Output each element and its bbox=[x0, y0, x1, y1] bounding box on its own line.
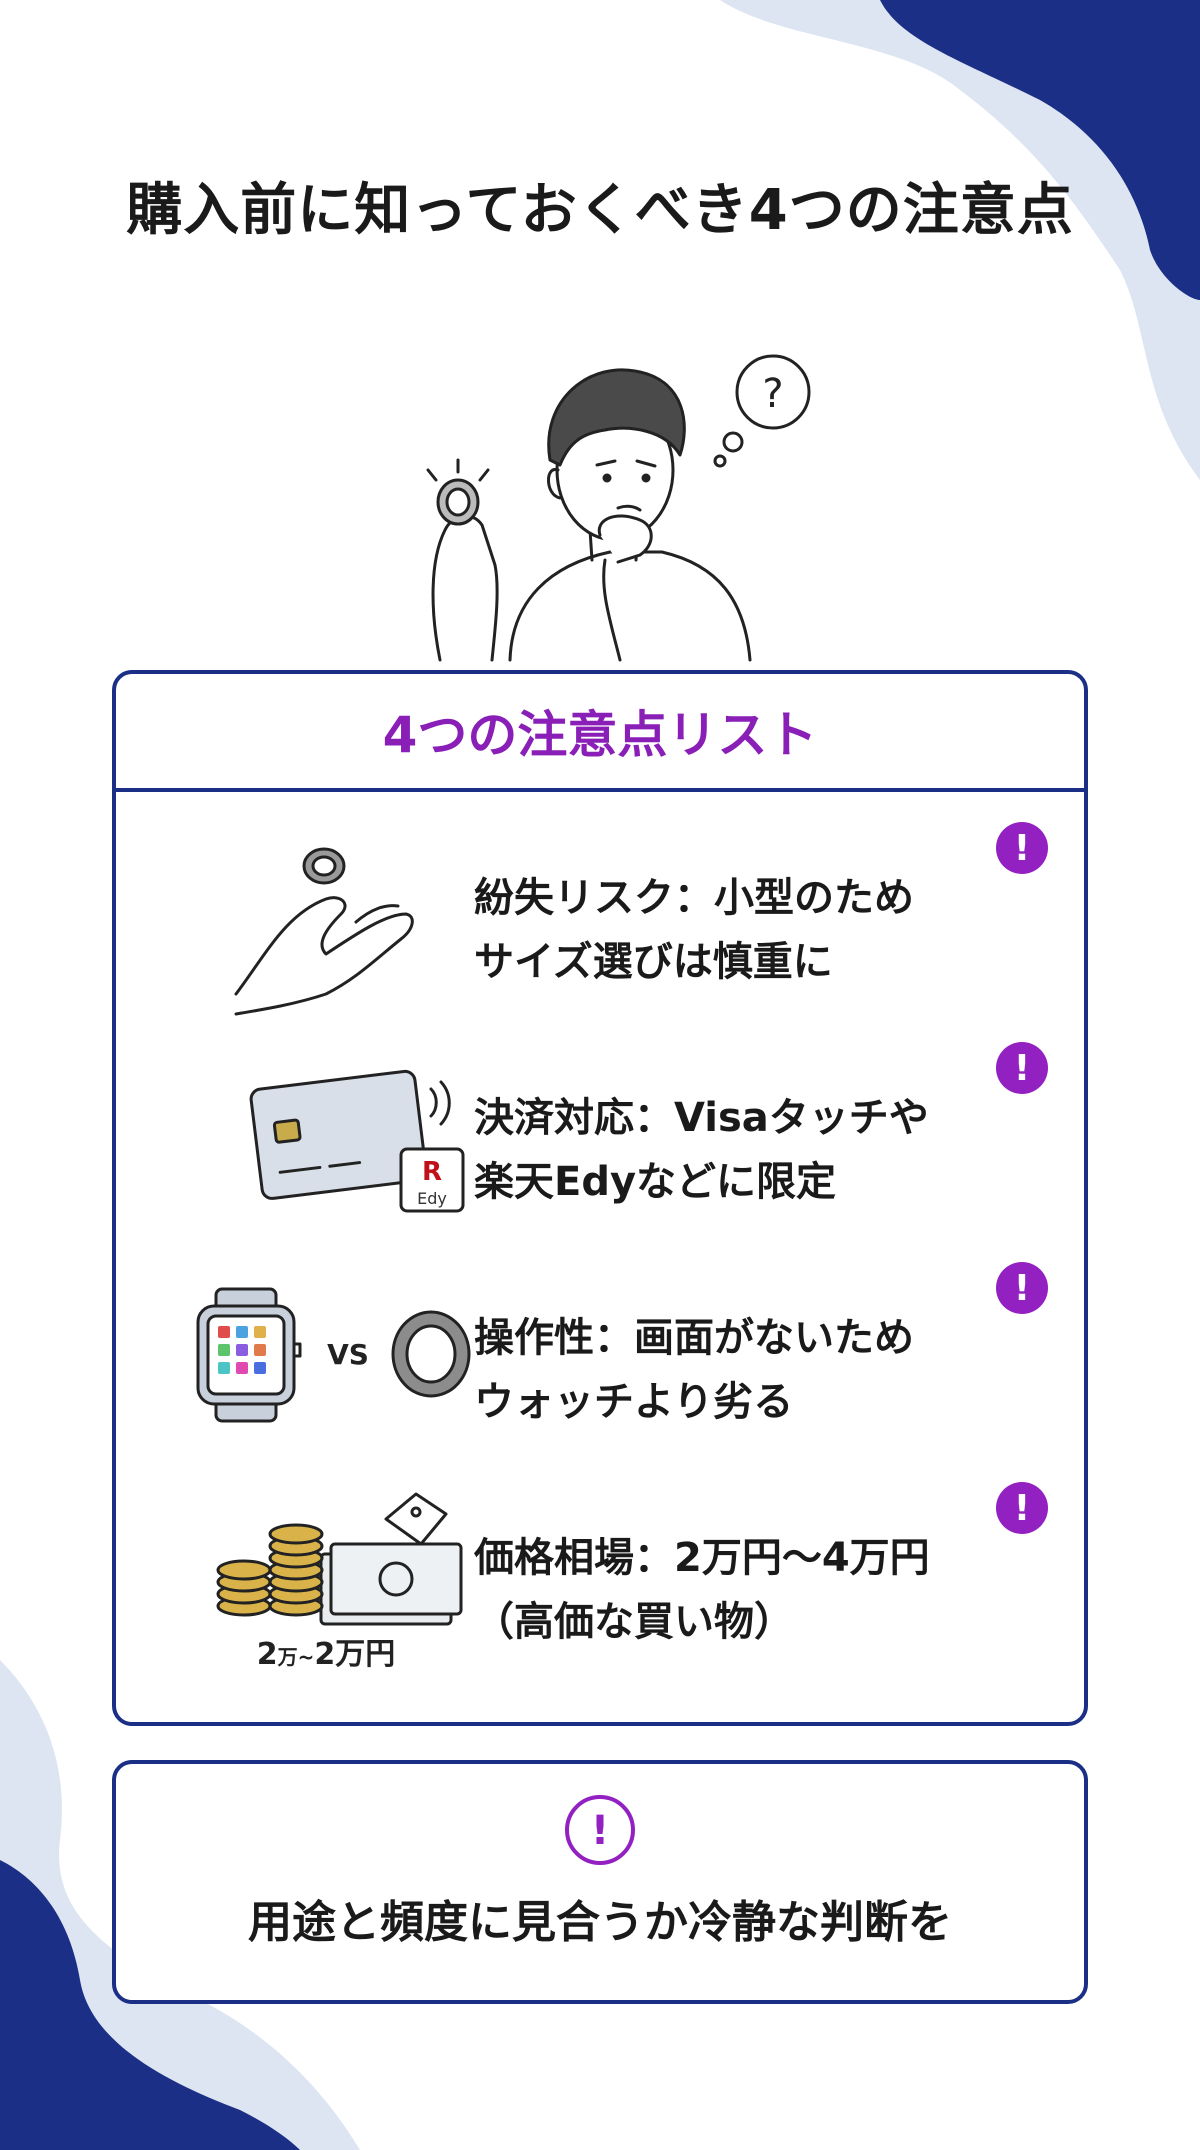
item-line-1: 価格相場：2万円〜4万円 bbox=[474, 1535, 930, 1581]
item-line-2: （高価な買い物） bbox=[474, 1599, 794, 1645]
caution-item-loss-risk: 紛失リスク：小型のため サイズ選びは慎重に ! bbox=[116, 804, 1084, 1024]
conclusion-card: ! 用途と頻度に見合うか冷静な判断を bbox=[112, 1760, 1088, 2004]
coins-money-icon: 2万~2万円 bbox=[216, 1492, 463, 1672]
conclusion-text: 用途と頻度に見合うか冷静な判断を bbox=[248, 1897, 952, 1948]
caution-item-usability: VS 操作性：画面がないため ウォッチより劣る ! bbox=[116, 1244, 1084, 1464]
svg-text:?: ? bbox=[762, 371, 783, 417]
credit-card-icon: R Edy bbox=[249, 1069, 465, 1213]
alert-badge-icon: ! bbox=[996, 1482, 1048, 1534]
hand-ring-icon bbox=[234, 847, 414, 1016]
caution-list-card: 4つの注意点リスト 紛失リスク：小型のため サイズ選びは慎重に ! bbox=[112, 670, 1088, 1726]
svg-text:!: ! bbox=[591, 1808, 609, 1854]
svg-text:R: R bbox=[422, 1157, 442, 1187]
alert-badge-icon: ! bbox=[996, 1042, 1048, 1094]
caution-item-price: 2万~2万円 価格相場：2万円〜4万円 （高価な買い物） ! bbox=[116, 1464, 1084, 1684]
svg-text:VS: VS bbox=[327, 1338, 369, 1371]
page-title: 購入前に知っておくべき4つの注意点 bbox=[126, 178, 1074, 243]
item-line-1: 紛失リスク：小型のため bbox=[474, 875, 914, 921]
item-line-2: 楽天Edyなどに限定 bbox=[474, 1159, 837, 1205]
item-line-1: 決済対応：Visaタッチや bbox=[474, 1095, 929, 1141]
svg-text:2万~2万円: 2万~2万円 bbox=[257, 1637, 396, 1672]
exclamation-circle-icon: ! bbox=[565, 1795, 635, 1865]
svg-text:Edy: Edy bbox=[417, 1189, 447, 1208]
list-heading: 4つの注意点リスト bbox=[116, 674, 1084, 792]
thinking-man-illustration: ? bbox=[426, 354, 811, 662]
caution-item-payment: R Edy 決済対応：Visaタッチや 楽天Edyなどに限定 ! bbox=[116, 1024, 1084, 1244]
item-line-2: ウォッチより劣る bbox=[474, 1379, 794, 1425]
alert-badge-icon: ! bbox=[996, 1262, 1048, 1314]
alert-badge-icon: ! bbox=[996, 822, 1048, 874]
watch-vs-ring-icon: VS bbox=[196, 1287, 471, 1423]
item-line-2: サイズ選びは慎重に bbox=[474, 939, 833, 985]
item-line-1: 操作性：画面がないため bbox=[474, 1315, 914, 1361]
